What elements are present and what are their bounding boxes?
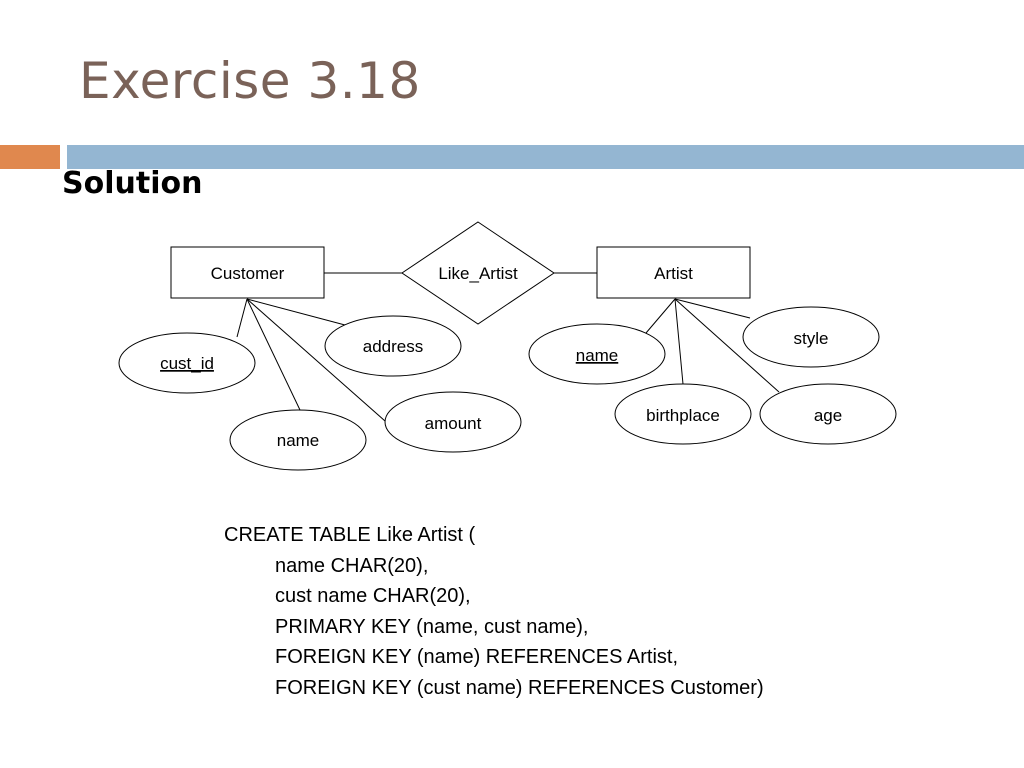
relationship-diamond (401, 221, 555, 325)
attr-age-label: age (814, 406, 842, 425)
connector-artist-style (674, 298, 751, 319)
connector-customer-custid (236, 298, 248, 338)
connector-customer-address (246, 298, 346, 326)
connector-artist-name (645, 298, 676, 334)
attr-custid-ellipse (118, 332, 256, 394)
attr-amount-ellipse (384, 391, 522, 453)
attr-birthplace-label: birthplace (646, 406, 720, 425)
connector-artist-birthplace (674, 298, 684, 385)
entity-customer-label: Customer (211, 264, 285, 283)
connector-customer-name (246, 298, 301, 411)
attr-address-label: address (363, 337, 423, 356)
entity-customer-box (170, 246, 325, 299)
connector-customer-amount (246, 298, 386, 422)
entity-artist-box (596, 246, 751, 299)
attr-artist-name-label: name (576, 346, 619, 365)
attr-age-ellipse (759, 383, 897, 445)
sql-line: name CHAR(20), (275, 554, 429, 577)
relationship-label: Like_Artist (438, 264, 518, 283)
attr-birthplace-ellipse (614, 383, 752, 445)
attr-address-ellipse (324, 315, 462, 377)
slide-title: Exercise 3.18 (79, 52, 421, 110)
attr-customer-name-label: name (277, 431, 320, 450)
attr-artist-name-ellipse (528, 323, 666, 385)
attr-amount-label: amount (425, 414, 482, 433)
entity-artist-label: Artist (654, 264, 693, 283)
sql-header-line: CREATE TABLE Like Artist ( (224, 524, 476, 546)
attr-style-ellipse (742, 306, 880, 368)
sql-line: FOREIGN KEY (cust name) REFERENCES Custo… (275, 676, 764, 699)
attr-customer-name-ellipse (229, 409, 367, 471)
accent-bar-orange (0, 145, 60, 169)
accent-bar-blue (67, 145, 1024, 169)
sql-line: cust name CHAR(20), (275, 585, 471, 608)
slide-subtitle: Solution (62, 166, 203, 201)
sql-line: FOREIGN KEY (name) REFERENCES Artist, (275, 646, 679, 669)
sql-line: PRIMARY KEY (name, cust name), (275, 615, 589, 638)
connector-artist-age (674, 298, 780, 393)
attr-style-label: style (794, 329, 829, 348)
sql-code-block: CREATE TABLE Like Artist ( name CHAR(20)… (224, 520, 764, 704)
attr-custid-label: cust_id (160, 354, 214, 373)
